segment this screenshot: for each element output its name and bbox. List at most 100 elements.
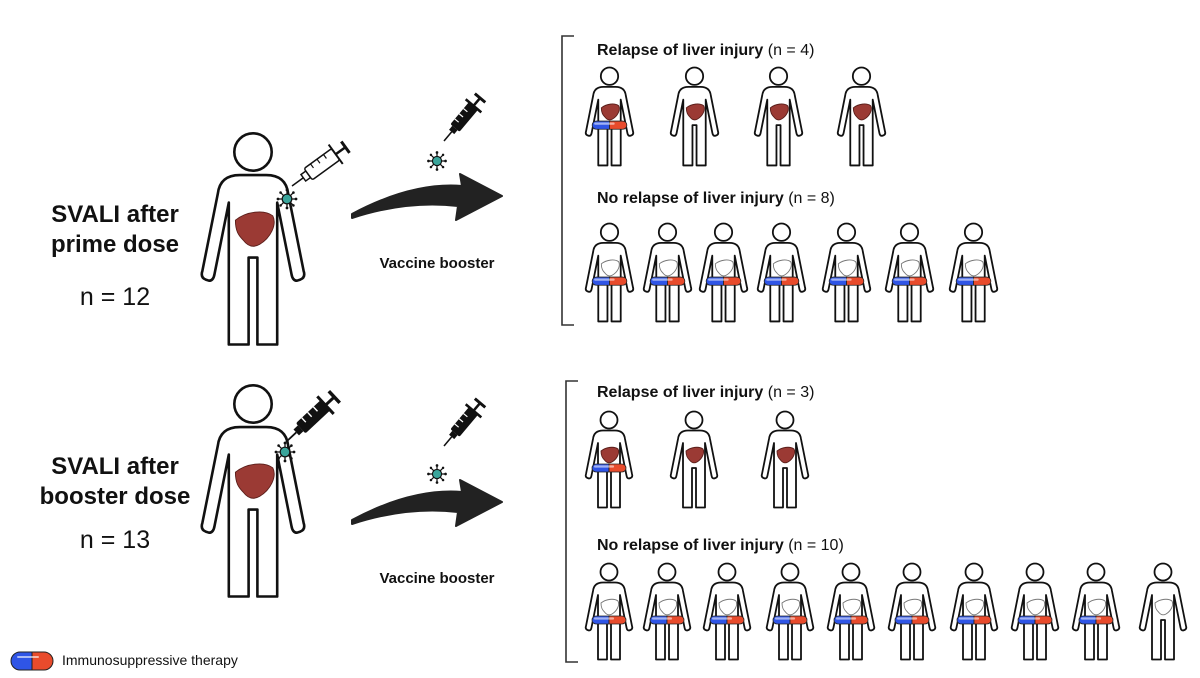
legend-label: Immunosuppressive therapy xyxy=(62,652,238,668)
syringe-icon xyxy=(276,386,345,453)
liver-outline-icon xyxy=(714,259,734,277)
person-head xyxy=(599,66,620,86)
person-body xyxy=(753,86,804,167)
capsule-icon xyxy=(1078,615,1114,625)
person-figure xyxy=(836,66,887,167)
person-body xyxy=(200,173,306,346)
liver-icon xyxy=(234,211,275,247)
person-head xyxy=(836,222,857,242)
person-head xyxy=(717,562,737,582)
person-figure xyxy=(756,222,807,323)
liver-outline-icon xyxy=(600,259,620,277)
person-figure xyxy=(1010,562,1060,661)
person-figure xyxy=(1071,562,1121,661)
person-head xyxy=(1086,562,1106,582)
group-label: No relapse of liver injury xyxy=(597,537,784,554)
booster-label-prime: Vaccine booster xyxy=(379,255,495,272)
person-head xyxy=(964,562,984,582)
capsule-icon xyxy=(955,276,992,286)
group-bracket xyxy=(565,380,578,663)
liver-outline-icon xyxy=(900,259,920,277)
person-head xyxy=(963,222,984,242)
liver-outline-icon xyxy=(842,598,862,616)
cohort-prime-graphics xyxy=(200,35,999,346)
person-head xyxy=(768,66,789,86)
capsule-icon xyxy=(10,651,54,671)
liver-icon xyxy=(600,446,620,464)
virus-icon xyxy=(275,187,299,211)
person-figure xyxy=(1138,562,1188,661)
capsule-icon xyxy=(894,615,930,625)
person-head xyxy=(902,562,922,582)
syringe-icon xyxy=(434,89,490,150)
person-head xyxy=(1025,562,1045,582)
capsule-icon xyxy=(1017,615,1053,625)
capsule-icon xyxy=(591,463,627,473)
liver-outline-icon xyxy=(1087,598,1107,616)
capsule-icon xyxy=(591,120,628,130)
person-head xyxy=(599,222,620,242)
virus-icon xyxy=(426,150,448,172)
person-head xyxy=(599,562,619,582)
liver-icon xyxy=(769,103,789,121)
person-body xyxy=(669,86,720,167)
person-body xyxy=(669,429,719,509)
liver-outline-icon xyxy=(903,598,923,616)
person-body xyxy=(760,429,810,509)
person-head xyxy=(899,222,920,242)
liver-icon xyxy=(685,103,705,121)
person-figure xyxy=(200,383,306,598)
person-figure xyxy=(200,131,306,346)
person-figure xyxy=(753,66,804,167)
liver-outline-icon xyxy=(772,259,792,277)
person-figure xyxy=(948,222,999,323)
person-head xyxy=(1153,562,1173,582)
liver-icon xyxy=(234,463,275,499)
person-figure xyxy=(760,410,810,509)
person-head xyxy=(841,562,861,582)
person-figure xyxy=(884,222,935,323)
person-figure xyxy=(949,562,999,661)
capsule-icon xyxy=(649,615,685,625)
person-figure xyxy=(765,562,815,661)
person-head xyxy=(771,222,792,242)
person-figure xyxy=(669,66,720,167)
group-heading-prime-relapse: Relapse of liver injury (n = 4) xyxy=(597,42,814,60)
group-label: No relapse of liver injury xyxy=(597,190,784,207)
liver-icon xyxy=(685,446,705,464)
liver-icon xyxy=(776,446,796,464)
person-figure xyxy=(826,562,876,661)
capsule-icon xyxy=(591,615,627,625)
capsule-icon xyxy=(833,615,869,625)
person-head xyxy=(713,222,734,242)
capsule-icon xyxy=(705,276,742,286)
liver-outline-icon xyxy=(600,598,620,616)
liver-icon xyxy=(852,103,872,121)
cohort-n-booster: n = 13 xyxy=(79,526,151,554)
virus-icon xyxy=(426,463,448,485)
person-figure xyxy=(584,66,635,167)
person-head xyxy=(780,562,800,582)
person-figure xyxy=(821,222,872,323)
person-figure xyxy=(698,222,749,323)
person-figure xyxy=(702,562,752,661)
cohort-title-line1: SVALI after xyxy=(51,201,179,228)
capsule-icon xyxy=(709,615,745,625)
person-figure xyxy=(584,562,634,661)
person-body xyxy=(1138,581,1188,661)
cohort-booster-graphics xyxy=(200,380,1188,663)
liver-outline-icon xyxy=(964,259,984,277)
person-head xyxy=(657,222,678,242)
group-count: (n = 4) xyxy=(767,42,815,59)
capsule-icon xyxy=(891,276,928,286)
liver-outline-icon xyxy=(1026,598,1046,616)
cohort-title-line2: booster dose xyxy=(39,483,191,510)
person-head xyxy=(232,131,274,173)
cohort-title-booster: SVALI after booster dose xyxy=(15,452,215,512)
syringe-icon xyxy=(434,394,490,455)
capsule-icon xyxy=(772,615,808,625)
group-label: Relapse of liver injury xyxy=(597,384,764,401)
booster-arrow xyxy=(351,479,503,527)
